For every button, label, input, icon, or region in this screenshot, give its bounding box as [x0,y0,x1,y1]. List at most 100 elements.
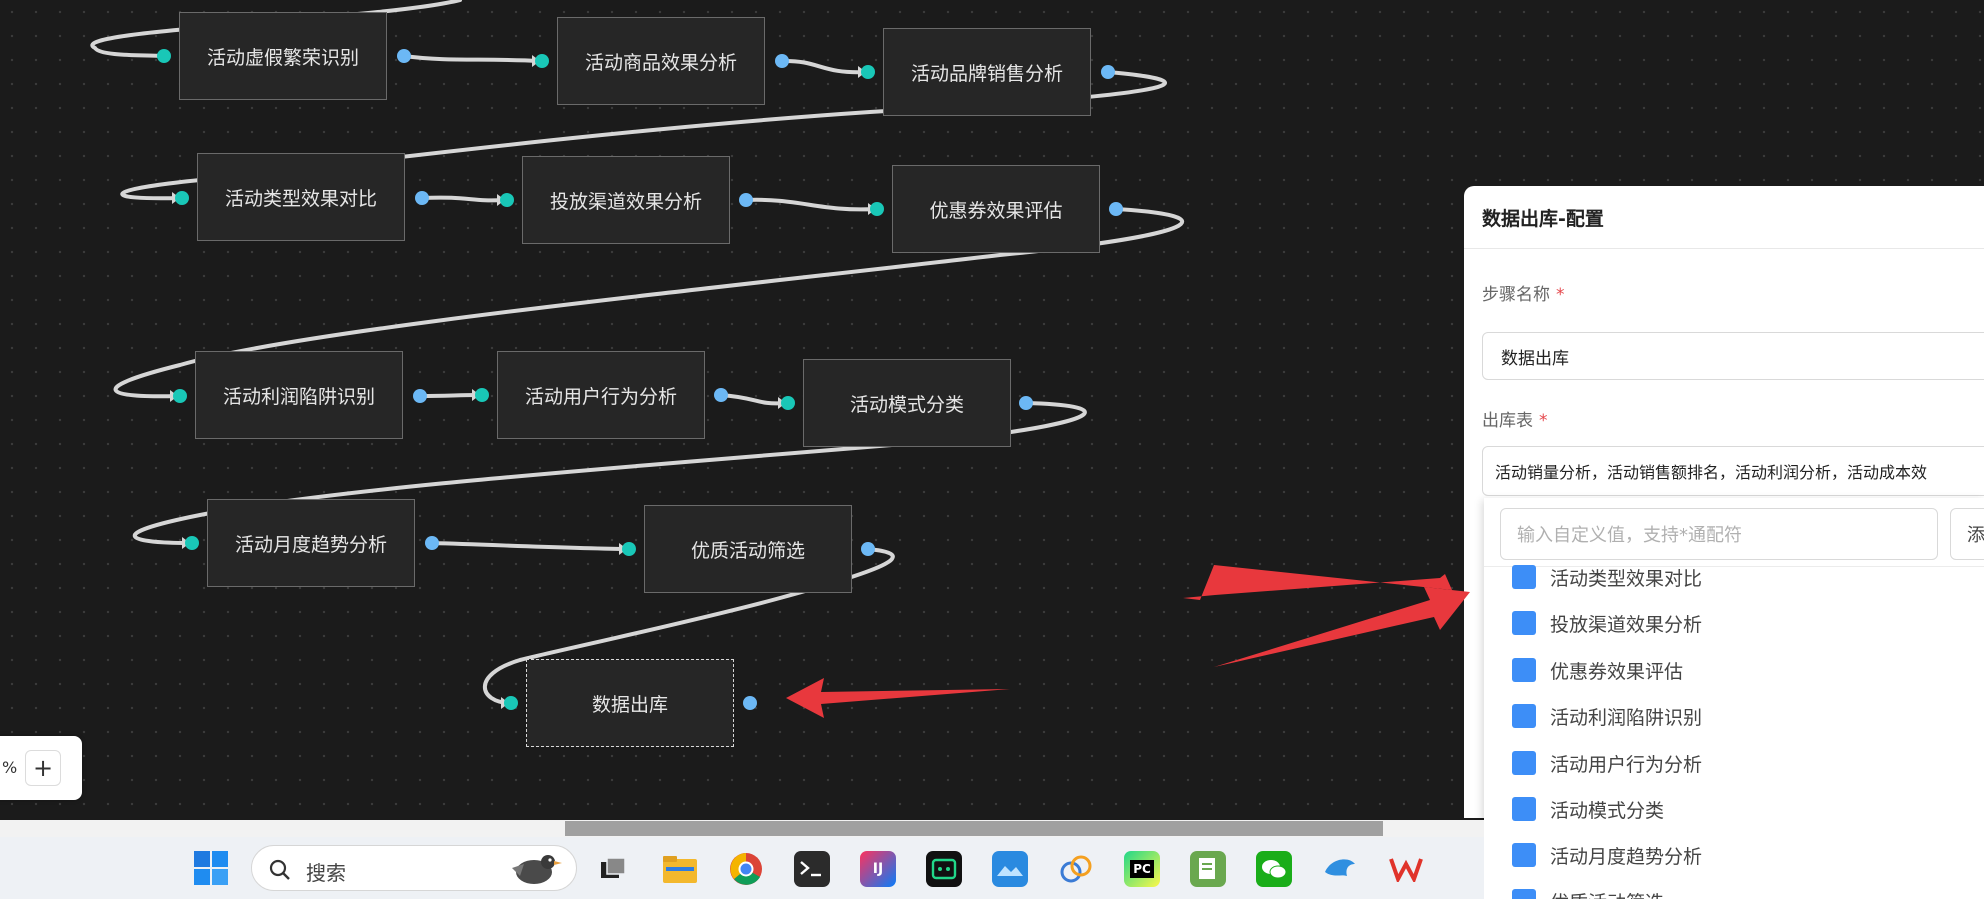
dropdown-divider [1484,566,1984,567]
dropdown-option[interactable]: 活动类型效果对比 [1512,562,1702,592]
edge-n4-n5 [420,195,507,203]
checkbox-checked[interactable] [1512,797,1536,821]
flow-node[interactable]: 优质活动筛选 [644,505,852,593]
checkbox-checked[interactable] [1512,751,1536,775]
checkbox-checked[interactable] [1512,611,1536,635]
option-label: 活动类型效果对比 [1550,567,1703,590]
taskbar-search[interactable]: 搜索 [251,845,577,891]
workflow-edges [90,0,1185,709]
flow-node[interactable]: 活动虚假繁荣识别 [179,12,387,100]
flow-node[interactable]: 活动模式分类 [803,359,1011,447]
file-explorer-icon[interactable] [662,851,698,887]
input-port[interactable] [870,202,884,216]
output-port[interactable] [1019,396,1033,410]
input-port[interactable] [622,542,636,556]
flow-node[interactable]: 活动月度趋势分析 [207,499,415,587]
panel-divider [1464,248,1984,249]
flow-node[interactable]: 投放渠道效果分析 [522,156,730,244]
horizontal-scrollbar[interactable] [0,820,1484,837]
output-port[interactable] [775,54,789,68]
output-table-label: 出库表* [1482,411,1548,431]
dropdown-option[interactable]: 活动用户行为分析 [1512,748,1702,778]
task-view-icon[interactable] [595,851,631,887]
input-port[interactable] [175,191,189,205]
input-port[interactable] [504,696,518,710]
flow-node[interactable]: 活动用户行为分析 [497,351,705,439]
intellij-icon[interactable]: IJ [860,851,896,887]
checkbox-checked[interactable] [1512,565,1536,589]
custom-value-input[interactable]: 输入自定义值，支持*通配符 [1500,508,1938,560]
output-table-select[interactable]: 活动销量分析，活动销售额排名，活动利润分析，活动成本效 [1482,446,1984,496]
input-port[interactable] [781,396,795,410]
output-port[interactable] [397,49,411,63]
panel-title: 数据出库-配置 [1482,208,1604,230]
dropdown-option[interactable]: 投放渠道效果分析 [1512,608,1702,638]
edge-n9-n10 [133,401,1087,545]
notepad-icon[interactable] [1190,851,1226,887]
checkbox-checked[interactable] [1512,658,1536,682]
link-app-icon[interactable] [1058,851,1094,887]
checkbox-checked[interactable] [1512,889,1536,899]
wechat-icon[interactable] [1256,851,1292,887]
edge-n11-n12 [483,547,895,705]
input-port[interactable] [535,54,549,68]
add-button[interactable]: 添 [1950,508,1984,560]
bird-decoration-icon [512,855,562,884]
pycharm-icon[interactable]: PC [1124,851,1160,887]
terminal-icon[interactable] [794,851,830,887]
edge-n3-n4 [120,70,1167,201]
step-name-input[interactable]: 数据出库 [1482,332,1984,380]
dropdown-option[interactable]: 优惠券效果评估 [1512,655,1683,685]
option-label: 投放渠道效果分析 [1550,613,1703,636]
option-label: 优质活动筛选 [1550,888,1664,899]
edge-n1-n2 [402,54,542,63]
output-port[interactable] [1109,202,1123,216]
option-label: 活动月度趋势分析 [1550,845,1703,868]
input-port[interactable] [157,49,171,63]
dropdown-option[interactable]: 优质活动筛选 [1512,886,1664,899]
taskbar: 搜索 IJ PC [0,837,1484,899]
flow-node[interactable]: 活动利润陷阱识别 [195,351,403,439]
input-port[interactable] [185,536,199,550]
windows-start-icon[interactable] [194,851,228,885]
image-viewer-icon[interactable] [992,851,1028,887]
flow-node[interactable]: 活动品牌销售分析 [883,28,1091,116]
edge-n2-n3 [780,58,868,75]
wps-icon[interactable] [1388,851,1424,887]
output-port[interactable] [743,696,757,710]
edge-n10-n11 [430,541,629,551]
flow-node-selected[interactable]: 数据出库 [526,659,734,747]
checkbox-checked[interactable] [1512,704,1536,728]
dolphin-app-icon[interactable] [1322,851,1358,887]
output-port[interactable] [739,193,753,207]
option-label: 活动利润陷阱识别 [1550,706,1703,729]
dropdown-option[interactable]: 活动月度趋势分析 [1512,840,1702,870]
output-port[interactable] [861,542,875,556]
option-label: 活动用户行为分析 [1550,753,1703,776]
dropdown-option[interactable]: 活动利润陷阱识别 [1512,701,1702,731]
search-label: 搜索 [306,861,346,885]
output-port[interactable] [714,388,728,402]
flow-node[interactable]: 活动类型效果对比 [197,153,405,241]
flow-node[interactable]: 优惠券效果评估 [892,165,1100,253]
output-port[interactable] [415,191,429,205]
zoom-in-button[interactable]: + [25,750,61,786]
search-icon [269,859,290,880]
output-port[interactable] [1101,65,1115,79]
output-port[interactable] [413,389,427,403]
output-port[interactable] [425,536,439,550]
input-port[interactable] [173,389,187,403]
edge-n6-n7 [113,207,1185,399]
input-port[interactable] [500,193,514,207]
scrollbar-thumb[interactable] [565,821,1383,836]
code-app-icon[interactable] [926,851,962,887]
input-port[interactable] [475,388,489,402]
checkbox-checked[interactable] [1512,843,1536,867]
chrome-icon[interactable] [728,851,764,887]
zoom-percent: % [2,758,18,777]
flow-node[interactable]: 活动商品效果分析 [557,17,765,105]
dropdown-option[interactable]: 活动模式分类 [1512,794,1664,824]
edge-n8-n9 [719,393,788,406]
input-port[interactable] [861,65,875,79]
edge-n5-n6 [744,197,878,212]
